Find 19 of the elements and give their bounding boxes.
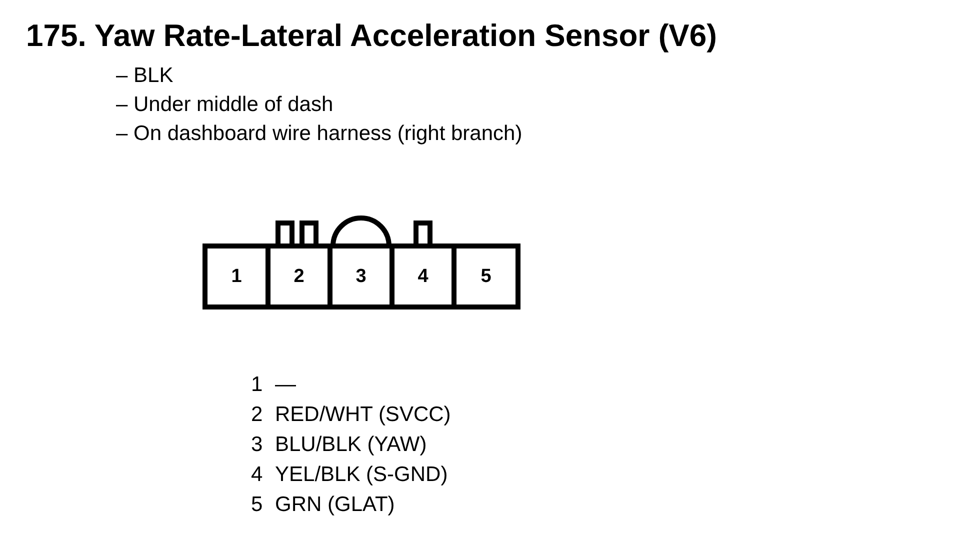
wire-description: — bbox=[275, 373, 296, 397]
pin-number: 4 bbox=[418, 266, 428, 288]
location-note: – Under middle of dash bbox=[116, 93, 334, 117]
wire-description: YEL/BLK (S-GND) bbox=[275, 463, 448, 487]
title: 175. Yaw Rate-Lateral Acceleration Sensor (V6) bbox=[26, 18, 717, 54]
pin-number: 1 bbox=[251, 373, 263, 397]
location-note: – BLK bbox=[116, 64, 174, 88]
pin-number: 1 bbox=[231, 266, 242, 288]
pin-number: 3 bbox=[356, 266, 366, 288]
wire-description: GRN (GLAT) bbox=[275, 493, 395, 517]
pin-number: 3 bbox=[251, 433, 263, 457]
pin-number: 2 bbox=[294, 266, 304, 288]
wire-description: RED/WHT (SVCC) bbox=[275, 403, 451, 427]
wire-description: BLU/BLK (YAW) bbox=[275, 433, 427, 457]
pin-number: 4 bbox=[251, 463, 263, 487]
pin-number: 5 bbox=[480, 266, 492, 288]
location-note: – On dashboard wire harness (right branch) bbox=[116, 122, 522, 146]
pin-number: 5 bbox=[251, 493, 263, 517]
pin-number: 2 bbox=[251, 403, 263, 427]
